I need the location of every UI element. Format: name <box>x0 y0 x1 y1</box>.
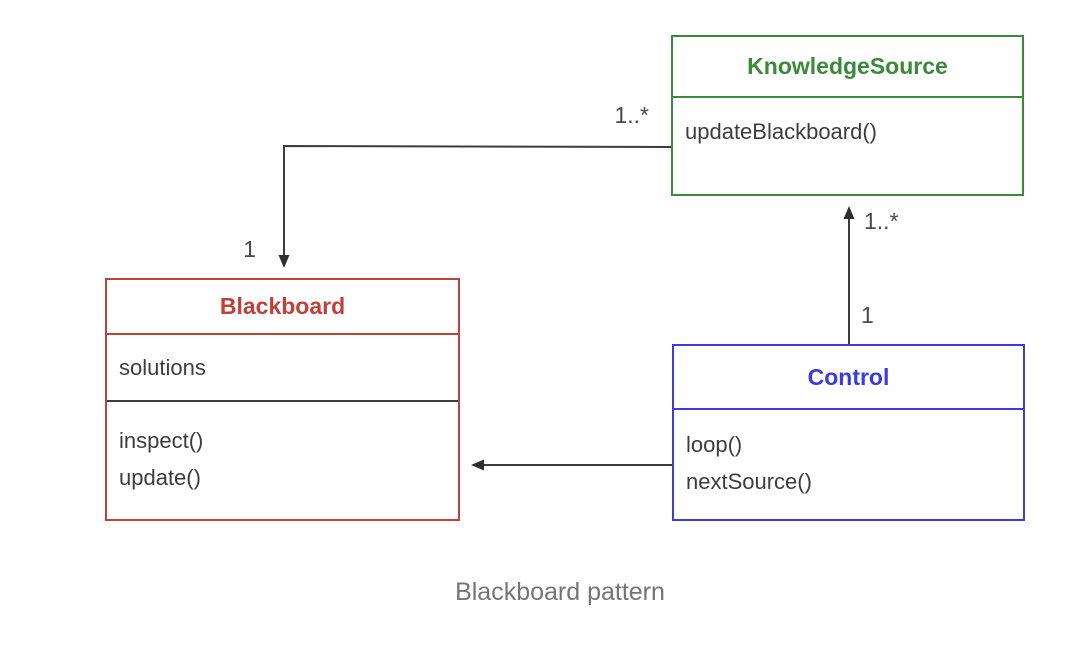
class-box-control: Control loop() nextSource() <box>672 344 1025 521</box>
diagram-caption: Blackboard pattern <box>455 578 665 606</box>
multiplicity-label-knowledgesource-side: 1..* <box>614 102 649 128</box>
attribute-solutions: solutions <box>119 355 206 380</box>
method-next-source: nextSource() <box>686 469 812 494</box>
class-title-control: Control <box>674 346 1023 410</box>
method-update: update() <box>119 465 201 490</box>
method-inspect: inspect() <box>119 428 204 453</box>
multiplicity-label-control-side: 1 <box>861 302 874 328</box>
class-methods-knowledge-source: updateBlackboard() <box>673 98 1022 150</box>
class-title-knowledge-source: KnowledgeSource <box>673 37 1022 98</box>
class-methods-blackboard: inspect() update() <box>107 402 458 496</box>
method-loop: loop() <box>686 432 743 457</box>
arrow-knowledgesource-to-blackboard <box>278 144 672 268</box>
class-box-knowledge-source: KnowledgeSource updateBlackboard() <box>671 35 1024 196</box>
class-methods-control: loop() nextSource() <box>674 410 1023 500</box>
class-title-blackboard: Blackboard <box>107 280 458 335</box>
method-update-blackboard: updateBlackboard() <box>685 119 878 144</box>
class-attributes-blackboard: solutions <box>107 335 458 402</box>
class-box-blackboard: Blackboard solutions inspect() update() <box>105 278 460 521</box>
multiplicity-label-blackboard-side: 1 <box>243 236 256 262</box>
multiplicity-label-knowledgesource-target-side: 1..* <box>864 208 899 234</box>
